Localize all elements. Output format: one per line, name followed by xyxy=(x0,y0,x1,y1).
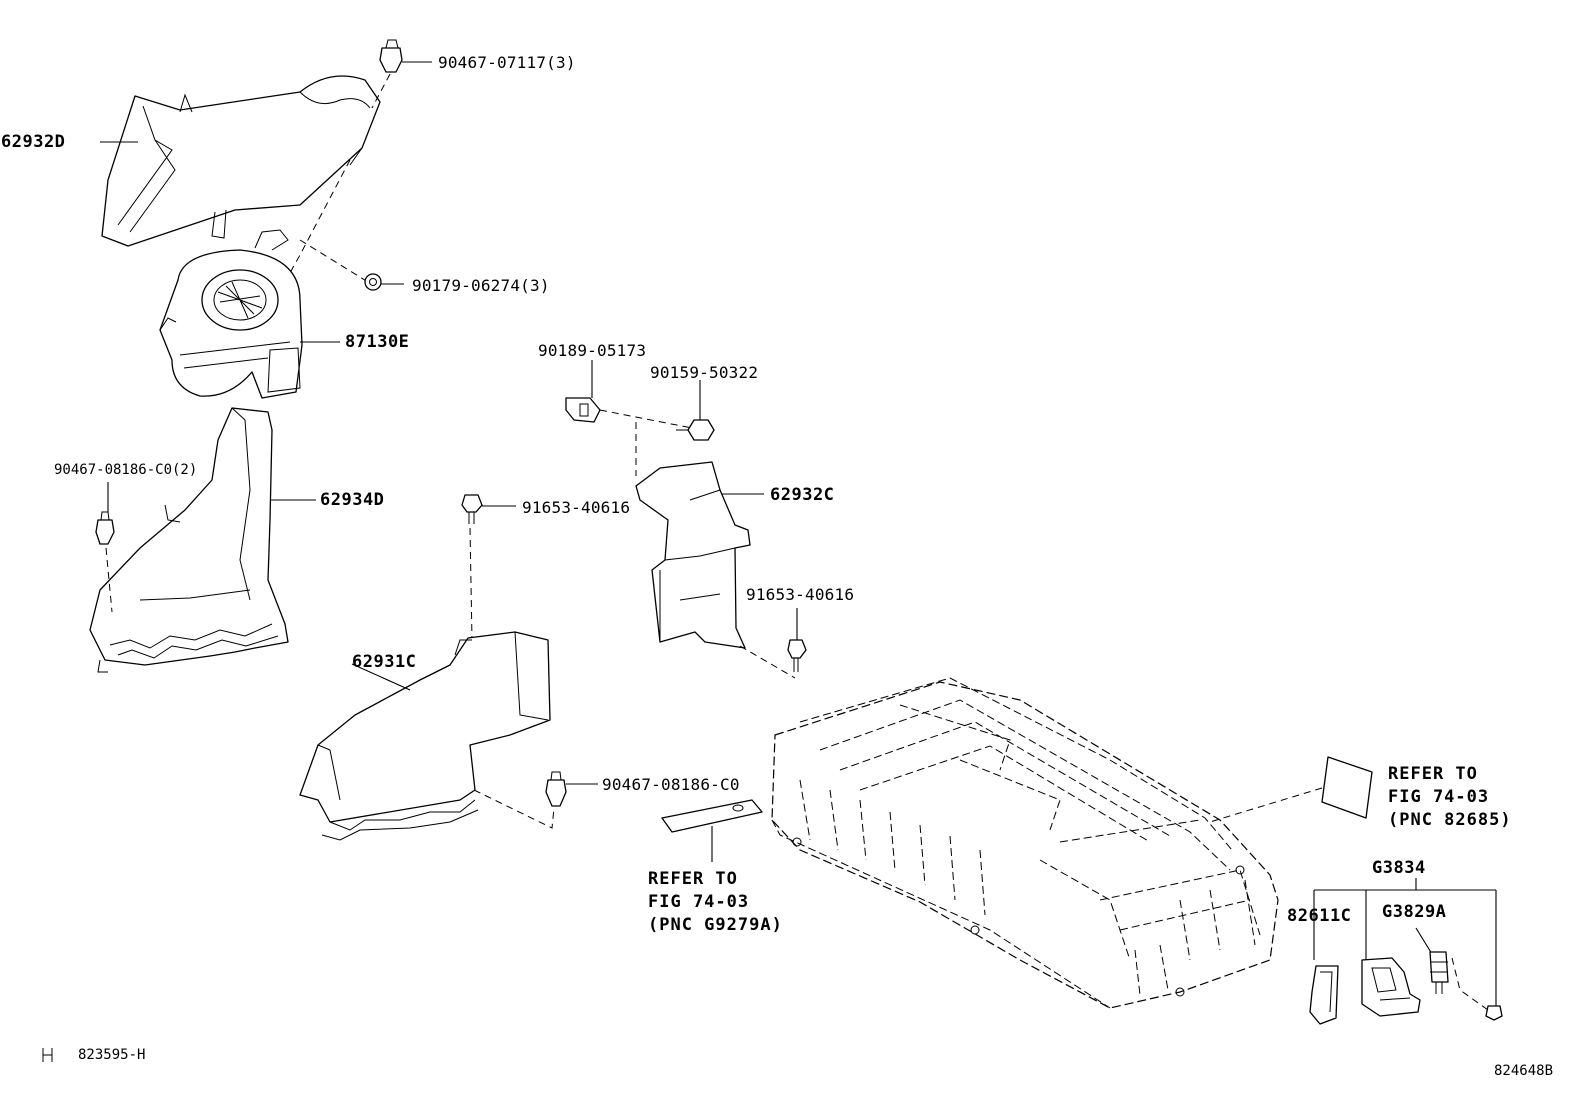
label-g3834: G3834 xyxy=(1372,858,1426,878)
dash-label-battery xyxy=(1209,787,1323,823)
bolt-91653-40616-left xyxy=(461,494,483,524)
bolt-91653-40616-right xyxy=(787,639,807,672)
label-90467-07117: 90467-07117(3) xyxy=(438,53,576,72)
duct-62934d xyxy=(89,407,289,673)
dash-62931c-clip xyxy=(473,789,555,829)
label-90179-06274: 90179-06274(3) xyxy=(412,276,550,295)
dash-clip-left xyxy=(105,547,113,613)
battery-assembly xyxy=(771,677,1279,1009)
dash-g3829a-screw xyxy=(1451,957,1489,1011)
clip-82611c xyxy=(1309,965,1339,1025)
label-62932d: 62932D xyxy=(1,132,66,152)
label-87130e: 87130E xyxy=(345,332,410,352)
refer-right-line-2: FIG 74-03 xyxy=(1388,787,1490,807)
refer-note-right: REFER TO FIG 74-03 (PNC 82685) xyxy=(1388,763,1512,832)
label-82611c: 82611C xyxy=(1287,906,1352,926)
label-91653-40616-right: 91653-40616 xyxy=(746,585,855,604)
refer-left-line-3: (PNC G9279A) xyxy=(648,915,783,935)
clip-90189-05173 xyxy=(565,397,601,423)
screw-g3834 xyxy=(1485,1005,1503,1021)
label-90467-08186-c0-2: 90467-08186-C0(2) xyxy=(54,462,198,478)
nut-90179-06274 xyxy=(364,273,382,291)
dash-clip-bolt xyxy=(599,409,693,429)
duct-62932c xyxy=(635,461,751,649)
label-91653-40616-left: 91653-40616 xyxy=(522,498,631,517)
clip-90467-08186-c0-right xyxy=(545,771,567,807)
refer-right-line-3: (PNC 82685) xyxy=(1388,810,1512,830)
label-g3829a: G3829A xyxy=(1382,902,1447,922)
duct-62932d xyxy=(101,75,381,247)
leader-g3829a xyxy=(1415,927,1433,955)
footer-code: 823595-H xyxy=(78,1047,146,1063)
refer-right-line-1: REFER TO xyxy=(1388,764,1478,784)
revision-mark xyxy=(42,1048,53,1062)
label-strip-g9279a xyxy=(661,799,763,833)
label-sheet-82685 xyxy=(1321,756,1373,819)
label-62934d: 62934D xyxy=(320,490,385,510)
label-90467-08186-c0: 90467-08186-C0 xyxy=(602,775,740,794)
sensor-g3834 xyxy=(1361,957,1421,1017)
refer-note-left: REFER TO FIG 74-03 (PNC G9279A) xyxy=(648,868,783,937)
figure-id: 824648B xyxy=(1494,1063,1554,1079)
label-62932c: 62932C xyxy=(770,485,835,505)
label-90189-05173: 90189-05173 xyxy=(538,341,647,360)
dash-bolt-62931c xyxy=(469,527,473,641)
dash-62932c-bolt xyxy=(739,645,796,679)
dash-clip-top xyxy=(371,73,391,109)
leader-62931c xyxy=(351,663,411,691)
clip-90467-07117 xyxy=(379,39,403,73)
duct-62931c xyxy=(299,631,551,841)
dash-nut-90179 xyxy=(299,239,369,283)
resistor-g3829a xyxy=(1429,951,1449,994)
refer-left-line-2: FIG 74-03 xyxy=(648,892,750,912)
leader-g3834-bracket xyxy=(1313,878,1497,1006)
bolt-90159-50322 xyxy=(676,419,715,441)
label-90159-50322: 90159-50322 xyxy=(650,363,759,382)
refer-left-line-1: REFER TO xyxy=(648,869,738,889)
label-62931c: 62931C xyxy=(352,652,417,672)
clip-90467-08186-c0-left xyxy=(95,511,115,545)
blower-87130e xyxy=(159,229,303,399)
